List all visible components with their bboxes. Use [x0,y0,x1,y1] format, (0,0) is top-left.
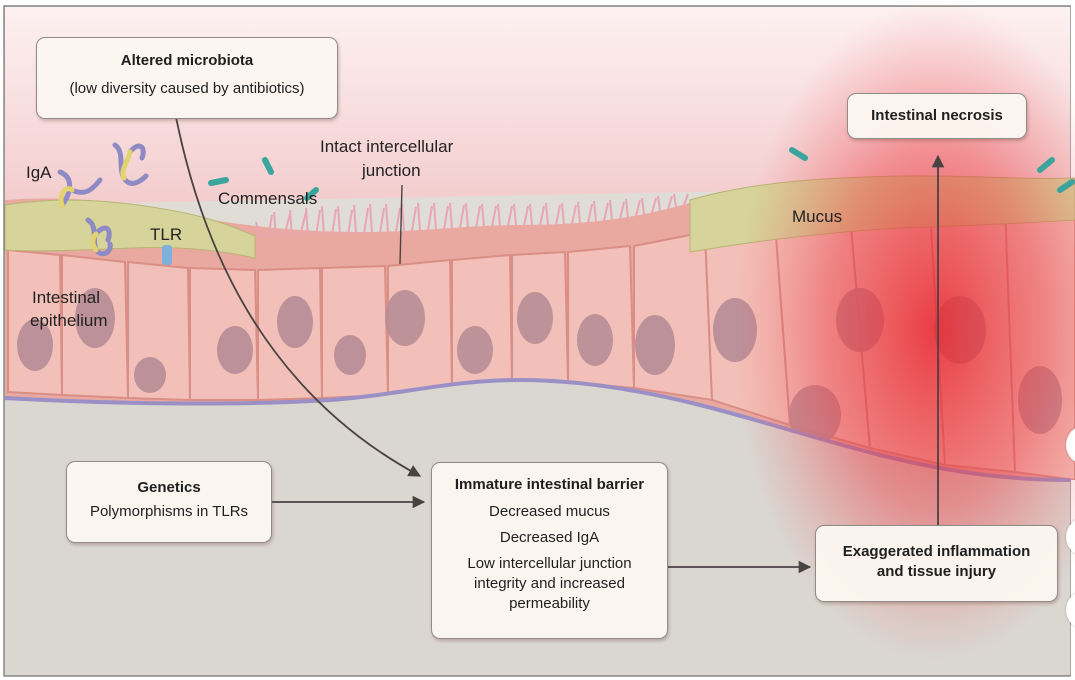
arrow-microbiota-to-barrier [174,111,422,477]
immature-barrier-line2: Decreased IgA [499,529,600,546]
inflammation-glow [735,0,1075,660]
mucus-label: Mucus [792,207,843,226]
mucus-layer-left [4,199,256,259]
immature-barrier-line3: Low intercellular junction [467,555,632,572]
immature-barrier-line1: Decreased mucus [489,503,610,520]
junction-label-line2: junction [362,161,421,180]
junction-label-line1: Intact intercellular [320,137,454,156]
immature-barrier-line5: permeability [509,595,590,612]
iga-antibodies [57,142,149,257]
inflammation-box: Exaggerated inflammation and tissue inju… [815,525,1058,602]
genetics-title: Genetics [137,479,201,496]
microvilli [255,193,689,239]
iga-label: IgA [26,163,52,182]
altered-microbiota-title: Altered microbiota [120,52,254,69]
genetics-box: Genetics Polymorphisms in TLRs [66,461,272,543]
overlay-circle [1066,425,1075,465]
epithelium-label-line2: epithelium [30,311,108,330]
immature-barrier-title: Immature intestinal barrier [454,476,645,493]
commensal-bacteria [208,147,1075,201]
intestinal-necrosis-title: Intestinal necrosis [871,107,1003,124]
inflammation-line2: and tissue injury [876,563,997,580]
epithelium-label-line1: Intestinal [32,288,101,307]
overlay-circle [1066,517,1075,557]
tlr-label: TLR [150,225,183,244]
immature-barrier-box: Immature intestinal barrier Decreased mu… [431,462,668,639]
inflammation-line1: Exaggerated inflammation [842,543,1031,560]
altered-microbiota-text: (low diversity caused by antibiotics) [69,80,305,97]
intestinal-necrosis-box: Intestinal necrosis [847,93,1027,139]
overlay-circle [1066,590,1075,630]
junction-leader-line [399,184,403,265]
genetics-text: Polymorphisms in TLRs [89,503,249,520]
tlr-receptor [162,245,172,265]
commensals-label: Commensals [218,189,318,208]
immature-barrier-line4: integrity and increased [474,575,625,592]
altered-microbiota-box: Altered microbiota (low diversity caused… [36,37,338,119]
